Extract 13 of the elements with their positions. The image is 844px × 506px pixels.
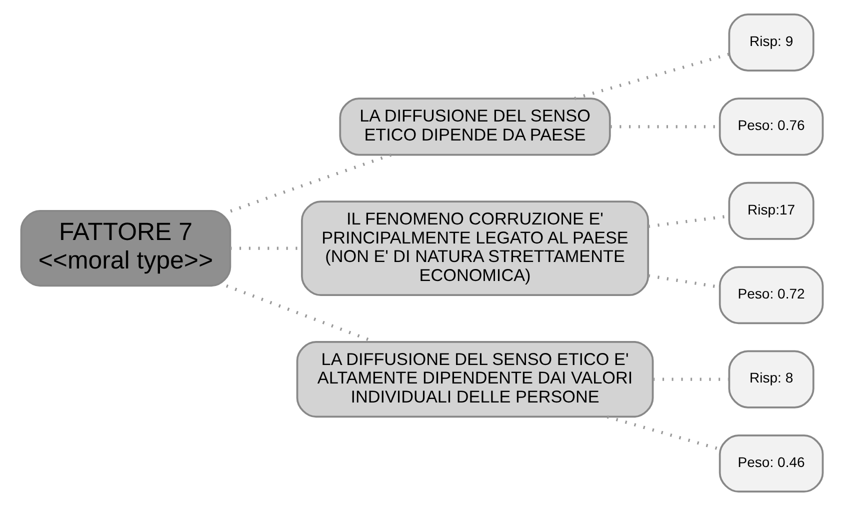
node-box: Risp: 9 xyxy=(728,13,814,72)
node-box: Risp: 8 xyxy=(728,350,814,408)
connector xyxy=(606,415,720,451)
node-box: IL FENOMENO CORRUZIONE E' PRINCIPALMENTE LEGATO AL PAESE (NON E' DI NATURA STRETTAMENTE ECONOMICA) xyxy=(301,200,650,296)
node-box: Peso: 0.76 xyxy=(718,98,824,156)
node-box: FATTORE 7 <<moral type>> xyxy=(20,210,232,287)
node-box: Risp:17 xyxy=(728,182,814,240)
node-box: LA DIFFUSIONE DEL SENSO ETICO E' ALTAMENTE DIPENDENTE DAI VALORI INDIVIDUALI DELLE PERSONE xyxy=(296,340,654,418)
connector xyxy=(574,52,730,100)
node-box: Peso: 0.46 xyxy=(718,434,824,493)
node-box: LA DIFFUSIONE DEL SENSO ETICO DIPENDE DA PAESE xyxy=(339,98,611,156)
connector xyxy=(230,153,392,213)
node-box: Peso: 0.72 xyxy=(718,266,824,324)
